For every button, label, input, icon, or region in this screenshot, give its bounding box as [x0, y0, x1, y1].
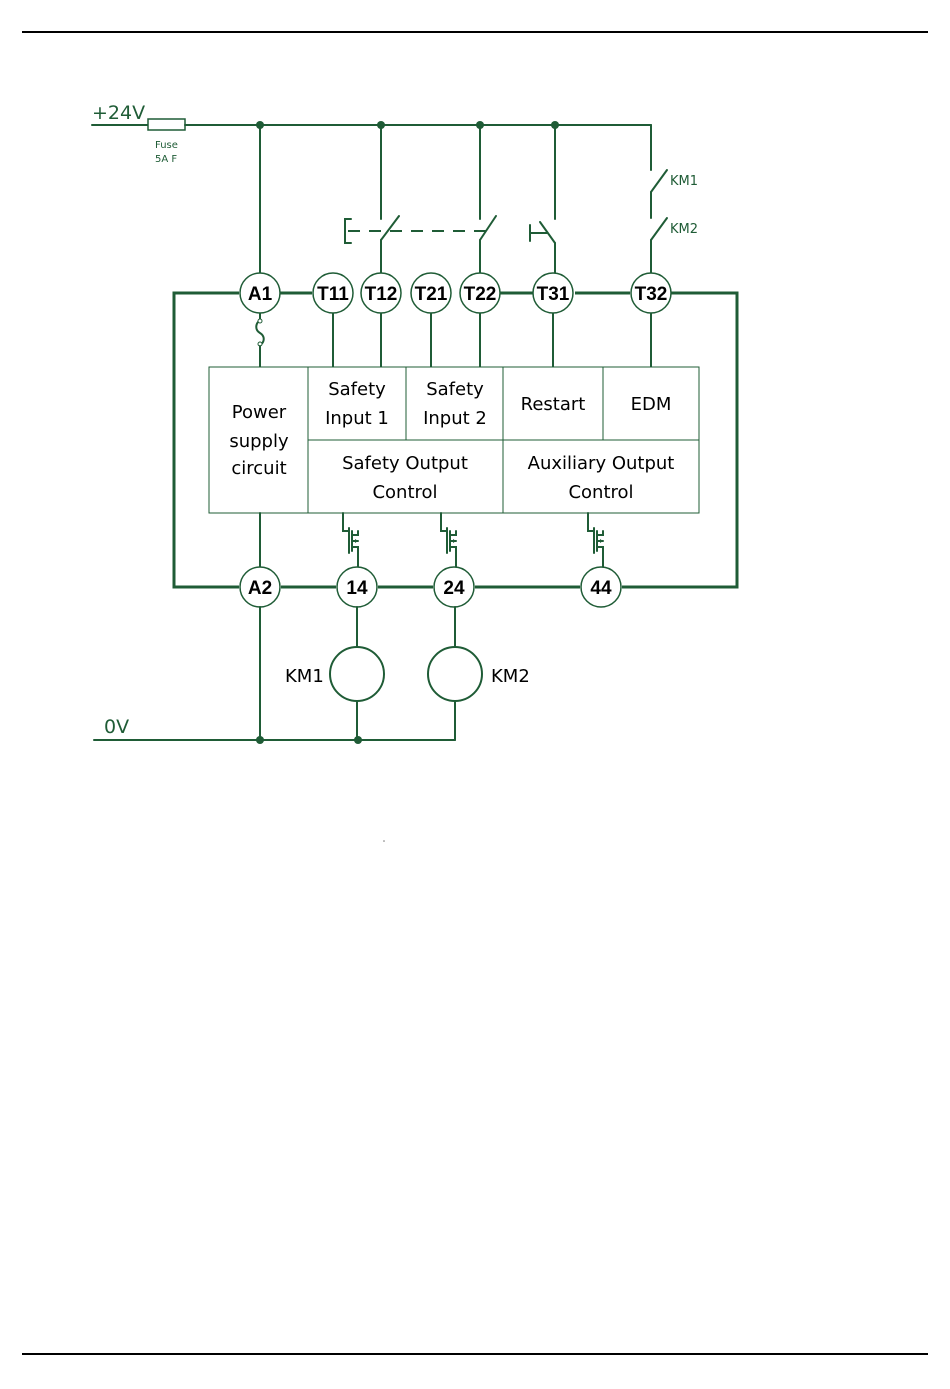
fuse-label-line1: Fuse [155, 140, 178, 151]
terminal-t31: T31 [533, 273, 573, 313]
terminal-a2-label: A2 [248, 578, 272, 599]
terminal-t11: T11 [313, 273, 353, 313]
safety-input-2-block [406, 367, 503, 440]
terminal-t21-label: T21 [415, 284, 448, 305]
internal-fuse-symbol [256, 320, 264, 345]
km1-coil [330, 647, 384, 701]
terminal-t21: T21 [411, 273, 451, 313]
terminal-44: 44 [581, 567, 621, 607]
terminal-14: 14 [337, 567, 377, 607]
safety-output-line2: Control [372, 482, 437, 503]
terminal-t11-label: T11 [317, 284, 349, 305]
terminal-a1-label: A1 [248, 284, 273, 305]
terminal-t32: T32 [631, 273, 671, 313]
aux-output-line2: Control [568, 482, 633, 503]
km2-coil-label: KM2 [491, 666, 530, 687]
transistor-44-icon [588, 513, 603, 567]
zero-rail-label: 0V [104, 716, 129, 738]
terminal-t12: T12 [361, 273, 401, 313]
power-block-line2: supply [229, 431, 289, 452]
positive-rail-label: +24V [92, 102, 145, 124]
km1-contact-label: KM1 [670, 174, 698, 189]
transistor-24-icon [441, 513, 456, 567]
transistor-14-icon [343, 513, 358, 567]
km2-coil [428, 647, 482, 701]
fuse-symbol [148, 119, 185, 130]
terminal-a2: A2 [240, 567, 280, 607]
fuse-label-line2: 5A F [155, 154, 177, 165]
terminal-t12-label: T12 [365, 284, 398, 305]
terminal-t31-label: T31 [537, 284, 570, 305]
km1-coil-label: KM1 [285, 666, 324, 687]
power-block-line1: Power [232, 402, 287, 423]
terminal-44-label: 44 [590, 578, 612, 599]
safety2-block-line1: Safety [426, 379, 484, 400]
safety-output-line1: Safety Output [342, 453, 468, 474]
safety2-block-line2: Input 2 [423, 408, 487, 429]
terminal-24: 24 [434, 567, 474, 607]
edm-block-label: EDM [631, 394, 672, 415]
safety1-block-line2: Input 1 [325, 408, 389, 429]
terminal-24-label: 24 [443, 578, 465, 599]
terminal-t32-label: T32 [635, 284, 668, 305]
terminal-a1: A1 [240, 273, 280, 313]
terminal-t22: T22 [460, 273, 500, 313]
safety1-block-line1: Safety [328, 379, 386, 400]
safety-input-1-block [308, 367, 406, 440]
power-block-line3: circuit [231, 458, 286, 479]
restart-block-label: Restart [521, 394, 586, 415]
terminal-14-label: 14 [346, 578, 368, 599]
aux-output-line1: Auxiliary Output [528, 453, 675, 474]
terminal-t22-label: T22 [464, 284, 497, 305]
km2-contact-label: KM2 [670, 222, 698, 237]
